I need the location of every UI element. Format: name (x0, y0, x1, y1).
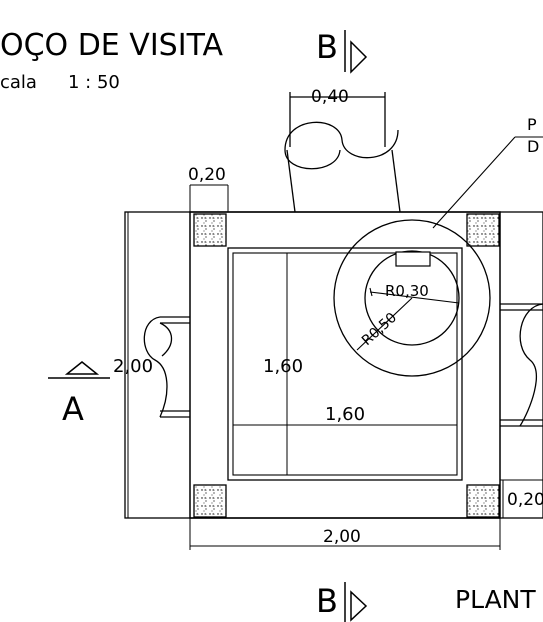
corner-pillar-top-left (193, 213, 227, 247)
svg-text:A: A (62, 390, 84, 428)
dim-wall-top: 0,20 (188, 165, 226, 185)
dim-bottom-width: 2,00 (323, 527, 361, 547)
scale-value: 1 : 50 (68, 72, 120, 93)
top-pipe (284, 92, 401, 213)
svg-text:B: B (316, 28, 338, 66)
inner-chamber (232, 252, 458, 476)
corner-pillar-bottom-right (466, 484, 500, 518)
detail-leader (432, 136, 543, 229)
scale-prefix: cala (0, 72, 37, 93)
manhole-step (395, 251, 431, 267)
radius-inner-label: R0,30 (385, 282, 429, 300)
dim-left-height: 2,00 (113, 356, 153, 377)
dim-inner-height-lines (280, 252, 294, 476)
dim-inner-height: 1,60 (263, 356, 303, 377)
slab-outline (124, 211, 543, 519)
manhole-outer-circle (333, 219, 491, 377)
corner-pillar-top-right (466, 213, 500, 247)
dim-wall-right: 0,20 (507, 490, 543, 510)
section-mark-top: B (316, 28, 368, 74)
dim-pipe-top: 0,40 (311, 87, 349, 107)
detail-label-top: P (527, 115, 537, 134)
section-mark-left: A (48, 361, 110, 428)
dim-wall-top-lines (189, 184, 229, 212)
radius-outer-label: R0,50 (359, 310, 400, 349)
right-pipe (500, 303, 543, 427)
plan-label: PLANT (455, 585, 536, 614)
dim-inner-width: 1,60 (325, 404, 365, 425)
drawing-title: OÇO DE VISITA (0, 28, 224, 63)
left-pipe (143, 316, 190, 418)
manhole-inner-circle (364, 250, 460, 346)
svg-text:B: B (316, 582, 338, 620)
inner-wall (227, 247, 463, 481)
corner-pillar-bottom-left (193, 484, 227, 518)
detail-label-bottom: D (527, 137, 539, 156)
outer-wall (189, 211, 501, 519)
radius-lines (356, 287, 460, 351)
dim-bottom-width-lines (189, 518, 501, 550)
section-mark-bottom: B (316, 582, 368, 622)
dim-wall-right-lines (500, 479, 543, 519)
